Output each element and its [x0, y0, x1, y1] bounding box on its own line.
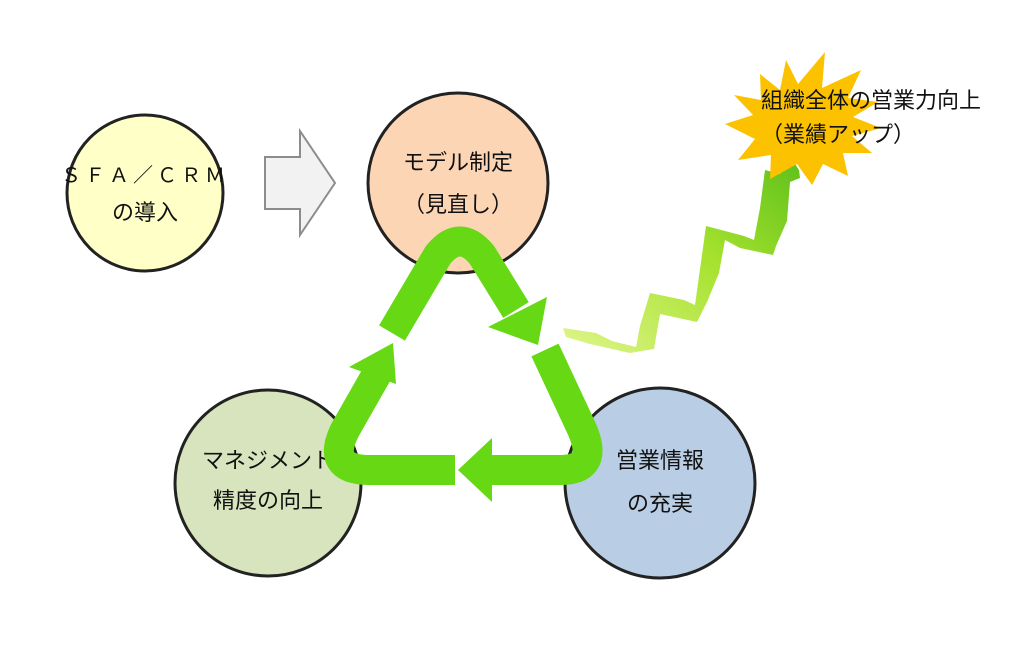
block-arrow-right-icon — [264, 127, 337, 239]
cycle-arrows-icon — [323, 226, 603, 502]
node-sfa-crm: ＳＦＡ／ＣＲＭ の導入 — [61, 113, 229, 273]
node-sales-info-line1: 営業情報 — [616, 449, 704, 474]
result-line1: 組織全体の営業力向上 — [761, 89, 981, 114]
cycle-arrow-right-bottom — [482, 343, 603, 485]
rising-step-arrow-icon — [563, 153, 800, 353]
node-model: モデル制定 （見直し） — [366, 91, 550, 275]
node-sales-info-circle — [563, 386, 757, 580]
node-management-circle — [173, 388, 363, 578]
node-sales-info: 営業情報 の充実 — [563, 386, 757, 580]
node-model-circle — [366, 91, 550, 275]
cycle-arrow-top-right — [379, 226, 529, 341]
node-sfa-crm-line1: ＳＦＡ／ＣＲＭ — [61, 163, 229, 187]
node-sfa-crm-circle — [65, 113, 225, 273]
cycle-arrowhead-right-bottom — [458, 438, 492, 502]
node-sales-info-line2: の充実 — [627, 492, 693, 517]
node-management-line1: マネジメント — [202, 449, 334, 474]
result-line2: （業績アップ） — [761, 123, 915, 148]
cycle-arrow-bottom-left — [323, 364, 455, 485]
node-sfa-crm-line2: の導入 — [112, 201, 178, 226]
cycle-arrowhead-bottom-left — [349, 343, 396, 384]
starburst-icon — [725, 52, 881, 185]
cycle-arrowhead-top-right — [488, 297, 547, 345]
node-model-line2: （見直し） — [403, 193, 513, 218]
node-management-line2: 精度の向上 — [213, 489, 323, 514]
node-management: マネジメント 精度の向上 — [173, 388, 363, 578]
node-model-line1: モデル制定 — [403, 151, 513, 176]
